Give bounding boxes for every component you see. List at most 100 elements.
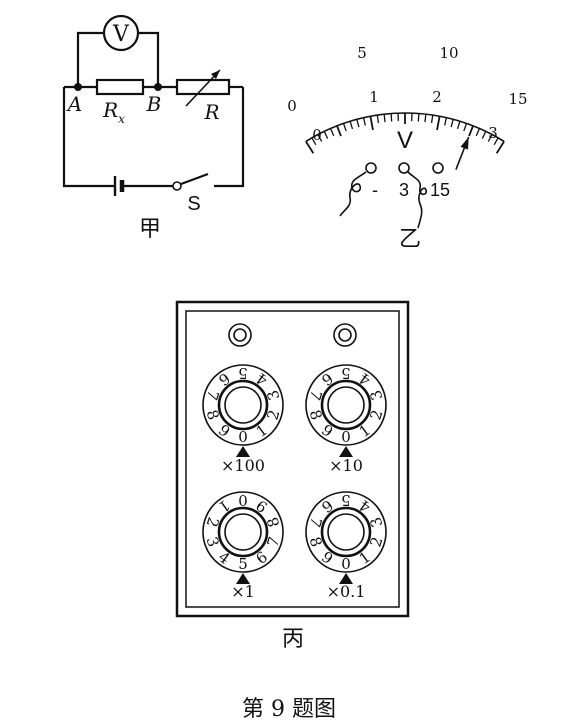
dial-digit: 4 [356, 369, 374, 389]
box-outer-frame [175, 300, 410, 618]
dial-digit: 0 [238, 428, 248, 446]
dial-digit: 9 [318, 421, 336, 441]
voltmeter-wire [76, 31, 104, 87]
dial-digit: 8 [263, 515, 283, 530]
dial-digit: 9 [318, 548, 336, 568]
dial-knob [327, 386, 365, 424]
dial-digit: 0 [238, 491, 248, 509]
voltmeter-tick [475, 128, 481, 137]
dial-knob-ring [217, 506, 269, 558]
dial-digit: 5 [341, 364, 351, 382]
dial-knob [327, 513, 365, 551]
resistor-rx-label: Rx [102, 98, 125, 126]
voltmeter-tick [436, 116, 441, 131]
dial-pointer [339, 446, 353, 457]
upper-scale-0: 0 [287, 97, 297, 115]
voltmeter-tick [329, 128, 335, 137]
voltmeter-tick [376, 114, 380, 124]
dial-digit: 4 [215, 548, 233, 568]
binding-post-left [228, 323, 252, 347]
dial-digit: 9 [253, 496, 271, 516]
dial-digit: 9 [215, 421, 233, 441]
dial-digit: 5 [341, 491, 351, 509]
dial-knob [224, 513, 262, 551]
voltmeter-tick [383, 114, 386, 123]
dial-digit: 7 [203, 388, 223, 403]
switch-blade [180, 172, 209, 186]
voltmeter-tick [317, 134, 323, 142]
multiplier-x1: ×1 [231, 582, 255, 601]
voltmeter-tick [390, 113, 393, 122]
dial-pointer [236, 573, 250, 584]
node-a-label: A [66, 92, 82, 116]
voltmeter-tick [305, 140, 315, 154]
terminal-15v-label: 15 [430, 180, 450, 200]
dial-outer-ring [202, 491, 284, 573]
voltmeter-tick [424, 114, 427, 123]
resistance-box-panel-label: 丙 [282, 627, 304, 652]
binding-post-left-inner [233, 328, 247, 342]
dial-digit: 3 [263, 388, 283, 403]
dial-digit: 2 [263, 408, 283, 423]
lower-scale-1: 1 [369, 88, 379, 106]
dial-digit: 3 [203, 535, 223, 550]
wire-loop-left [62, 87, 115, 188]
voltmeter-tick [481, 131, 487, 139]
voltmeter-wire-right [138, 31, 160, 87]
dial-digit: 4 [253, 369, 271, 389]
box-inner-frame [185, 310, 400, 608]
voltmeter-tick [349, 121, 354, 130]
dial-digit: 5 [238, 364, 248, 382]
dial-digit: 1 [253, 421, 271, 441]
dial-knob-ring [320, 379, 372, 431]
voltmeter-tick [342, 123, 347, 132]
lower-scale-0: 0 [312, 126, 322, 144]
lower-scale-2: 2 [432, 88, 442, 106]
dial-digit: 4 [356, 496, 374, 516]
voltmeter-needle-head [460, 136, 469, 150]
upper-scale-10: 10 [439, 44, 458, 62]
multiplier-x0-1: ×0.1 [327, 582, 366, 601]
dial-digit: 6 [215, 369, 233, 389]
node-a-dot [74, 83, 82, 91]
voltmeter-tick [356, 119, 360, 128]
dial-digit: 6 [253, 548, 271, 568]
voltmeter-tick [369, 116, 374, 131]
dial-outer-ring [305, 364, 387, 446]
upper-scale-5: 5 [357, 44, 367, 62]
lower-scale-3: 3 [488, 124, 498, 142]
dial-knob-ring [320, 506, 372, 558]
node-b-label: B [146, 92, 162, 116]
dial-digit: 0 [341, 555, 351, 573]
terminal-15v [432, 162, 444, 174]
dial-outer-ring [202, 364, 284, 446]
voltmeter-tick [450, 119, 454, 128]
dial-digit: 7 [306, 515, 326, 530]
multiplier-x10: ×10 [329, 456, 363, 475]
terminal-3v-label: 3 [399, 180, 409, 200]
dial-pointer [236, 446, 250, 457]
dial-digit: 8 [306, 535, 326, 550]
dial-digit: 1 [356, 421, 374, 441]
voltmeter-tick [444, 117, 448, 126]
voltmeter-tick [311, 137, 317, 146]
dial-pointer [339, 573, 353, 584]
voltmeter-symbol [102, 14, 140, 52]
binding-post-right-inner [338, 328, 352, 342]
dial-digit: 6 [318, 496, 336, 516]
figure-caption: 第 9 题图 [242, 697, 336, 722]
dial-digit: 5 [238, 555, 248, 573]
dial-digit: 8 [306, 408, 326, 423]
dial-digit: 0 [341, 428, 351, 446]
terminal-negative-label: - [372, 180, 378, 200]
dial-digit: 1 [215, 496, 233, 516]
voltmeter-tick [495, 140, 505, 154]
voltmeter-tick [430, 114, 434, 124]
dial-digit: 1 [356, 548, 374, 568]
